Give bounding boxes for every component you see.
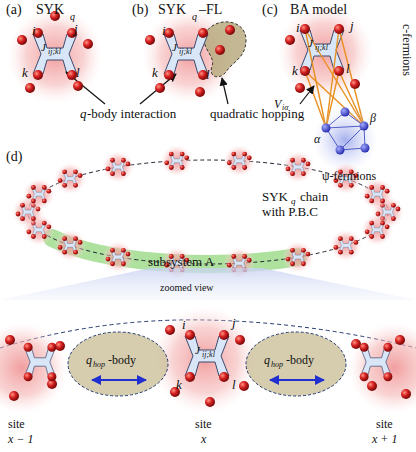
figure-label: k — [292, 64, 298, 77]
figure-label: i — [32, 24, 36, 37]
figure-label: site — [195, 418, 212, 430]
figure-label: (c) — [262, 3, 278, 17]
figure-label: ij;kl — [315, 44, 328, 52]
figure-label: l — [76, 66, 80, 79]
figure-label: k — [22, 66, 28, 79]
figure-label: α — [314, 133, 320, 145]
figure-label: q — [86, 354, 92, 366]
figure-label: β — [370, 112, 376, 124]
figure-label: j — [232, 316, 236, 329]
figure-label: SYK — [158, 3, 186, 17]
figure-label: quadratic hopping — [210, 107, 304, 120]
figure-label: l — [346, 62, 350, 75]
figure-label: site — [8, 418, 25, 430]
figure-label: -body interaction — [87, 107, 176, 120]
figure-label: with P.B.C — [262, 205, 318, 218]
figure-label: l — [232, 378, 236, 391]
figure-label: q — [80, 107, 87, 120]
figure-label: k — [152, 66, 158, 79]
figure-label: (d) — [6, 150, 22, 164]
figure-label: BA model — [290, 3, 347, 17]
figure-label: J — [308, 38, 313, 49]
figure-label: J — [195, 345, 200, 356]
figure-label: q — [70, 12, 75, 22]
figure-label: x — [201, 433, 206, 445]
figure-label: -body — [108, 354, 136, 366]
figure-label: (b) — [132, 3, 148, 17]
figure-label: ij;kl — [179, 48, 192, 56]
figure-label: J — [41, 42, 46, 53]
figure-label: j — [350, 19, 354, 32]
figure-label: (a) — [6, 3, 22, 17]
figure-label: i — [182, 318, 186, 331]
figure-label: k — [176, 378, 182, 391]
figure-label: hop — [271, 361, 283, 369]
figure-label: site — [376, 418, 393, 430]
figure-label: zoomed view — [160, 283, 214, 293]
figure-label: ij;kl — [48, 48, 61, 56]
figure-label: q — [264, 354, 270, 366]
figure-label: chain — [300, 190, 328, 203]
figure-label: j — [74, 22, 78, 35]
figure-label: J — [172, 42, 177, 53]
figure-label: x + 1 — [372, 433, 397, 445]
figure-label: i — [162, 24, 166, 37]
figure-label: c-fermions — [401, 24, 413, 76]
figure-label: -body — [286, 354, 314, 366]
figure-label: x − 1 — [8, 433, 33, 445]
figure-label: ij;kl — [202, 351, 215, 359]
figure-label: subsystem A — [148, 255, 214, 268]
figure-label: hop — [93, 361, 105, 369]
figure-label: l — [206, 68, 210, 81]
figure-label: q — [192, 12, 197, 22]
figure-label: ψ-fermions — [322, 170, 376, 182]
figure-label: i — [296, 21, 300, 34]
figure-label: SYK — [36, 3, 64, 17]
figure-label: –FL — [199, 3, 222, 17]
figure-label: SYK — [262, 190, 288, 203]
